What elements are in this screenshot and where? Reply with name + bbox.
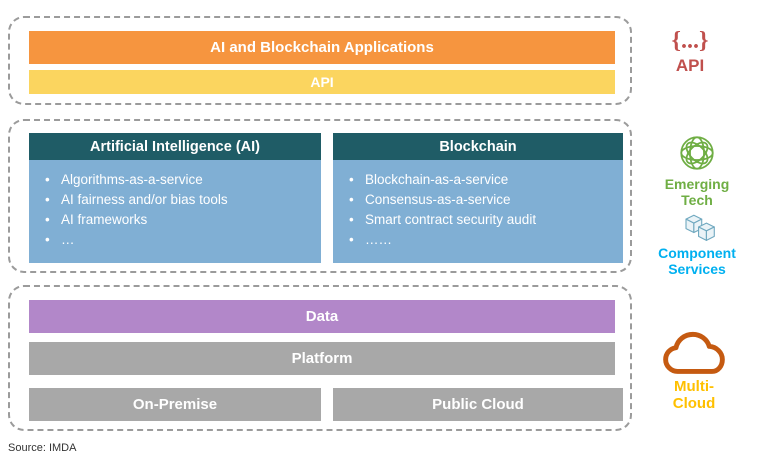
component-services-line2: Services	[668, 261, 726, 277]
applications-bar: AI and Blockchain Applications	[29, 31, 615, 64]
list-item-label: Blockchain-as-a-service	[365, 172, 509, 187]
braces-icon: {...}	[671, 28, 709, 54]
list-item: Smart contract security audit	[347, 210, 615, 230]
emerging-tech-line2: Tech	[681, 192, 713, 208]
component-services-line1: Component	[658, 245, 736, 261]
emerging-tech-globe-icon	[680, 136, 714, 170]
multi-cloud-label: Multi- Cloud	[673, 378, 716, 412]
api-bar-label: API	[310, 74, 334, 90]
multi-cloud-line1: Multi-	[674, 378, 714, 395]
component-cubes-icon	[685, 214, 715, 241]
emerging-tech-side-group: Emerging Tech Component Services	[645, 132, 749, 277]
blockchain-services-panel: Blockchain-as-a-service Consensus-as-a-s…	[333, 160, 623, 263]
list-item: AI frameworks	[43, 210, 313, 230]
data-bar-label: Data	[305, 308, 339, 325]
list-item: Consensus-as-a-service	[347, 190, 615, 210]
infrastructure-group: Data Platform On-Premise Public Cloud	[8, 285, 632, 431]
api-side-label: API	[675, 56, 705, 75]
emerging-tech-label: Emerging Tech	[665, 176, 730, 208]
cloud-icon	[663, 331, 725, 374]
emerging-tech-line1: Emerging	[664, 176, 730, 192]
api-side-group: {...} API	[645, 28, 735, 76]
list-item-label: Algorithms-as-a-service	[61, 172, 203, 187]
list-item-label: …	[61, 232, 75, 247]
list-item-label: Smart contract security audit	[365, 212, 537, 227]
api-bar: API	[29, 70, 615, 94]
ai-services-list: Algorithms-as-a-service AI fairness and/…	[29, 160, 321, 250]
blockchain-header: Blockchain	[333, 133, 623, 160]
ai-header-label: Artificial Intelligence (AI)	[90, 138, 260, 155]
ai-services-panel: Algorithms-as-a-service AI fairness and/…	[29, 160, 321, 263]
platform-bar: Platform	[29, 342, 615, 375]
component-services-label: Component Services	[658, 245, 736, 277]
blockchain-header-label: Blockchain	[439, 138, 517, 155]
public-cloud-bar: Public Cloud	[333, 388, 623, 421]
list-item: …	[43, 230, 313, 250]
platform-bar-label: Platform	[291, 350, 353, 367]
applications-label: AI and Blockchain Applications	[210, 39, 434, 56]
public-cloud-label: Public Cloud	[432, 396, 524, 413]
applications-layer-group: AI and Blockchain Applications API	[8, 16, 632, 105]
source-attribution: Source: IMDA	[8, 442, 77, 454]
list-item: Blockchain-as-a-service	[347, 170, 615, 190]
on-premise-bar: On-Premise	[29, 388, 321, 421]
ai-header: Artificial Intelligence (AI)	[29, 133, 321, 160]
list-item-label: Consensus-as-a-service	[365, 192, 511, 207]
multi-cloud-side-group: Multi- Cloud	[642, 330, 746, 412]
component-services-group: Artificial Intelligence (AI) Algorithms-…	[8, 119, 632, 273]
list-item: Algorithms-as-a-service	[43, 170, 313, 190]
list-item: AI fairness and/or bias tools	[43, 190, 313, 210]
blockchain-services-list: Blockchain-as-a-service Consensus-as-a-s…	[333, 160, 623, 250]
on-premise-label: On-Premise	[132, 396, 218, 413]
list-item-label: AI fairness and/or bias tools	[61, 192, 228, 207]
data-bar: Data	[29, 300, 615, 333]
multi-cloud-line2: Cloud	[672, 395, 716, 412]
list-item-label: AI frameworks	[61, 212, 148, 227]
list-item: ……	[347, 230, 615, 250]
list-item-label: ……	[365, 232, 392, 247]
